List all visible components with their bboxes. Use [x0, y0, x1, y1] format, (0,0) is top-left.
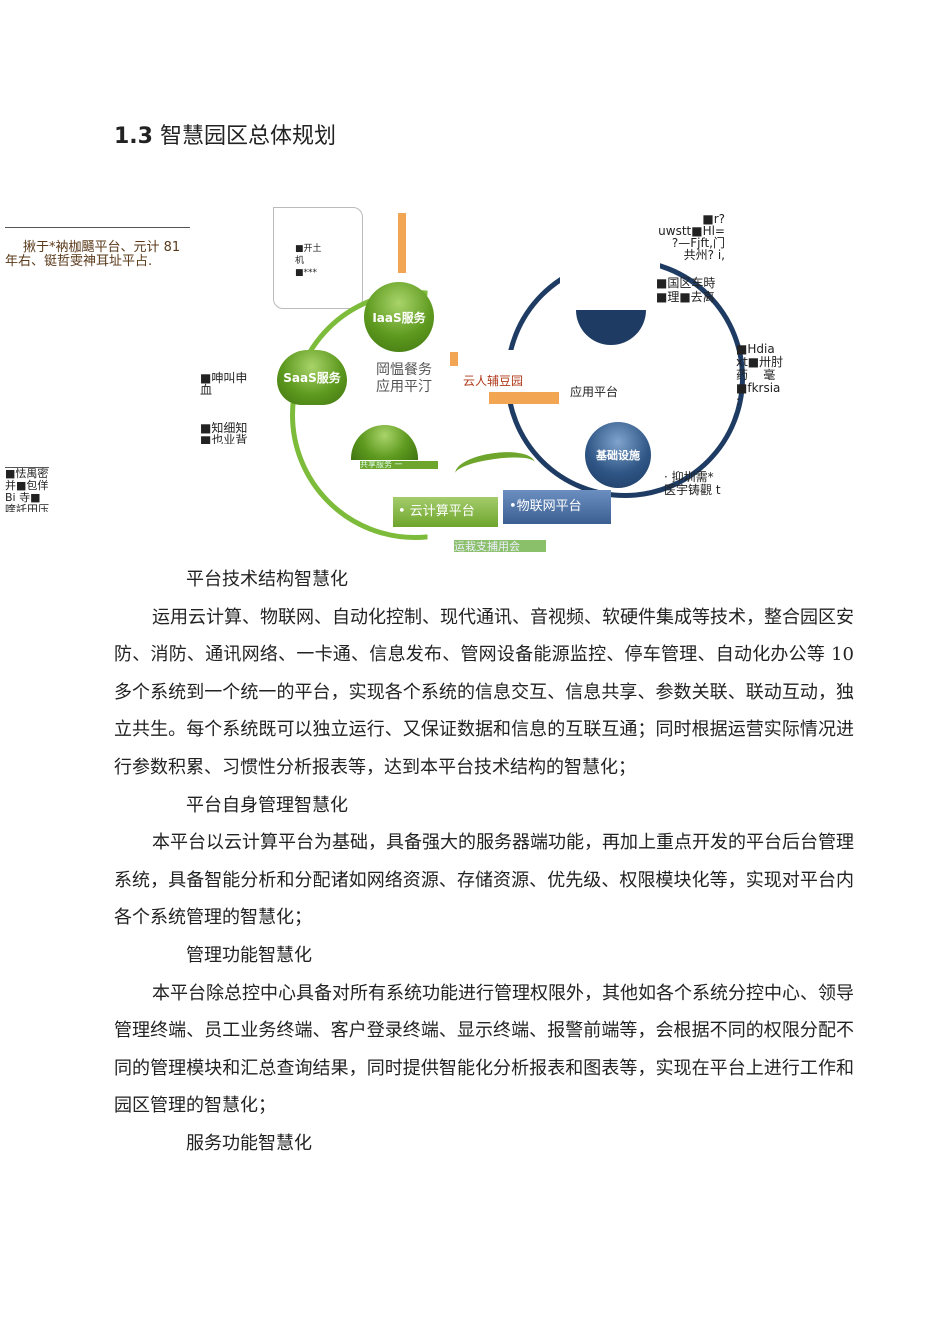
top-box-text: ■开土机■*** [295, 244, 322, 278]
heading-tech-structure: 平台技术结构智慧化 [186, 569, 348, 590]
cloud-platform-box: • 云计算平台 [393, 497, 498, 527]
body-text: 平台技术结构智慧化 运用云计算、物联网、自动化控制、现代通讯、音视频、软硬件集成… [114, 561, 854, 1163]
iot-platform-box: •物联网平台 [503, 490, 611, 524]
green-bar: 共享服务 一 [360, 461, 438, 469]
saas-ball: SaaS服务 [277, 350, 347, 405]
orange-box [489, 392, 559, 404]
cloud-label: 云人辅豆园 [463, 374, 524, 388]
heading-self-management: 平台自身管理智慧化 [186, 794, 348, 816]
paas-label: 岡愠餐务应用平汀 [376, 362, 432, 394]
iaas-ball: IaaS服务 [364, 282, 434, 352]
top-box [273, 207, 363, 309]
orange-tab [450, 352, 458, 366]
right-bottom-labels: · 抑圳需*医宇铸觀 t [664, 470, 721, 497]
right-top-labels: ■r?uwstt■Hl=?—Fjft,门共州? i, [658, 212, 725, 262]
band-mask [450, 350, 730, 392]
app-label: 应用平台 [570, 385, 619, 399]
heading-management-function: 管理功能智慧化 [186, 944, 312, 966]
paragraph-self-management: 本平台以云计算平台为基础，具备强大的服务器端功能，再加上重点开发的平台后台管理系… [114, 832, 854, 929]
section-title: 1.3 智慧园区总体规划 [114, 124, 336, 149]
heading-service-function: 服务功能智慧化 [186, 1132, 312, 1154]
right-mid-labels: ■国区车時■理■去离 [656, 276, 716, 304]
paragraph-tech-structure: 运用云计算、物联网、自动化控制、现代通讯、音视频、软硬件集成等技术，整合园区安防… [114, 606, 854, 778]
mid-labels-1: ■呻叫申血 [200, 371, 248, 397]
paragraph-management-function: 本平台除总控中心具备对所有系统功能进行管理权限外，其他如各个系统分控中心、领导管… [114, 982, 854, 1117]
mid-labels-2: ■知细知■也业背 [200, 422, 248, 444]
divider [5, 227, 190, 228]
cycle-arrow-icon [453, 447, 537, 489]
infra-ball: 基础设施 [585, 422, 651, 488]
bottom-caption: 运栽支捕用会 [454, 540, 546, 552]
orange-bar [398, 213, 406, 273]
